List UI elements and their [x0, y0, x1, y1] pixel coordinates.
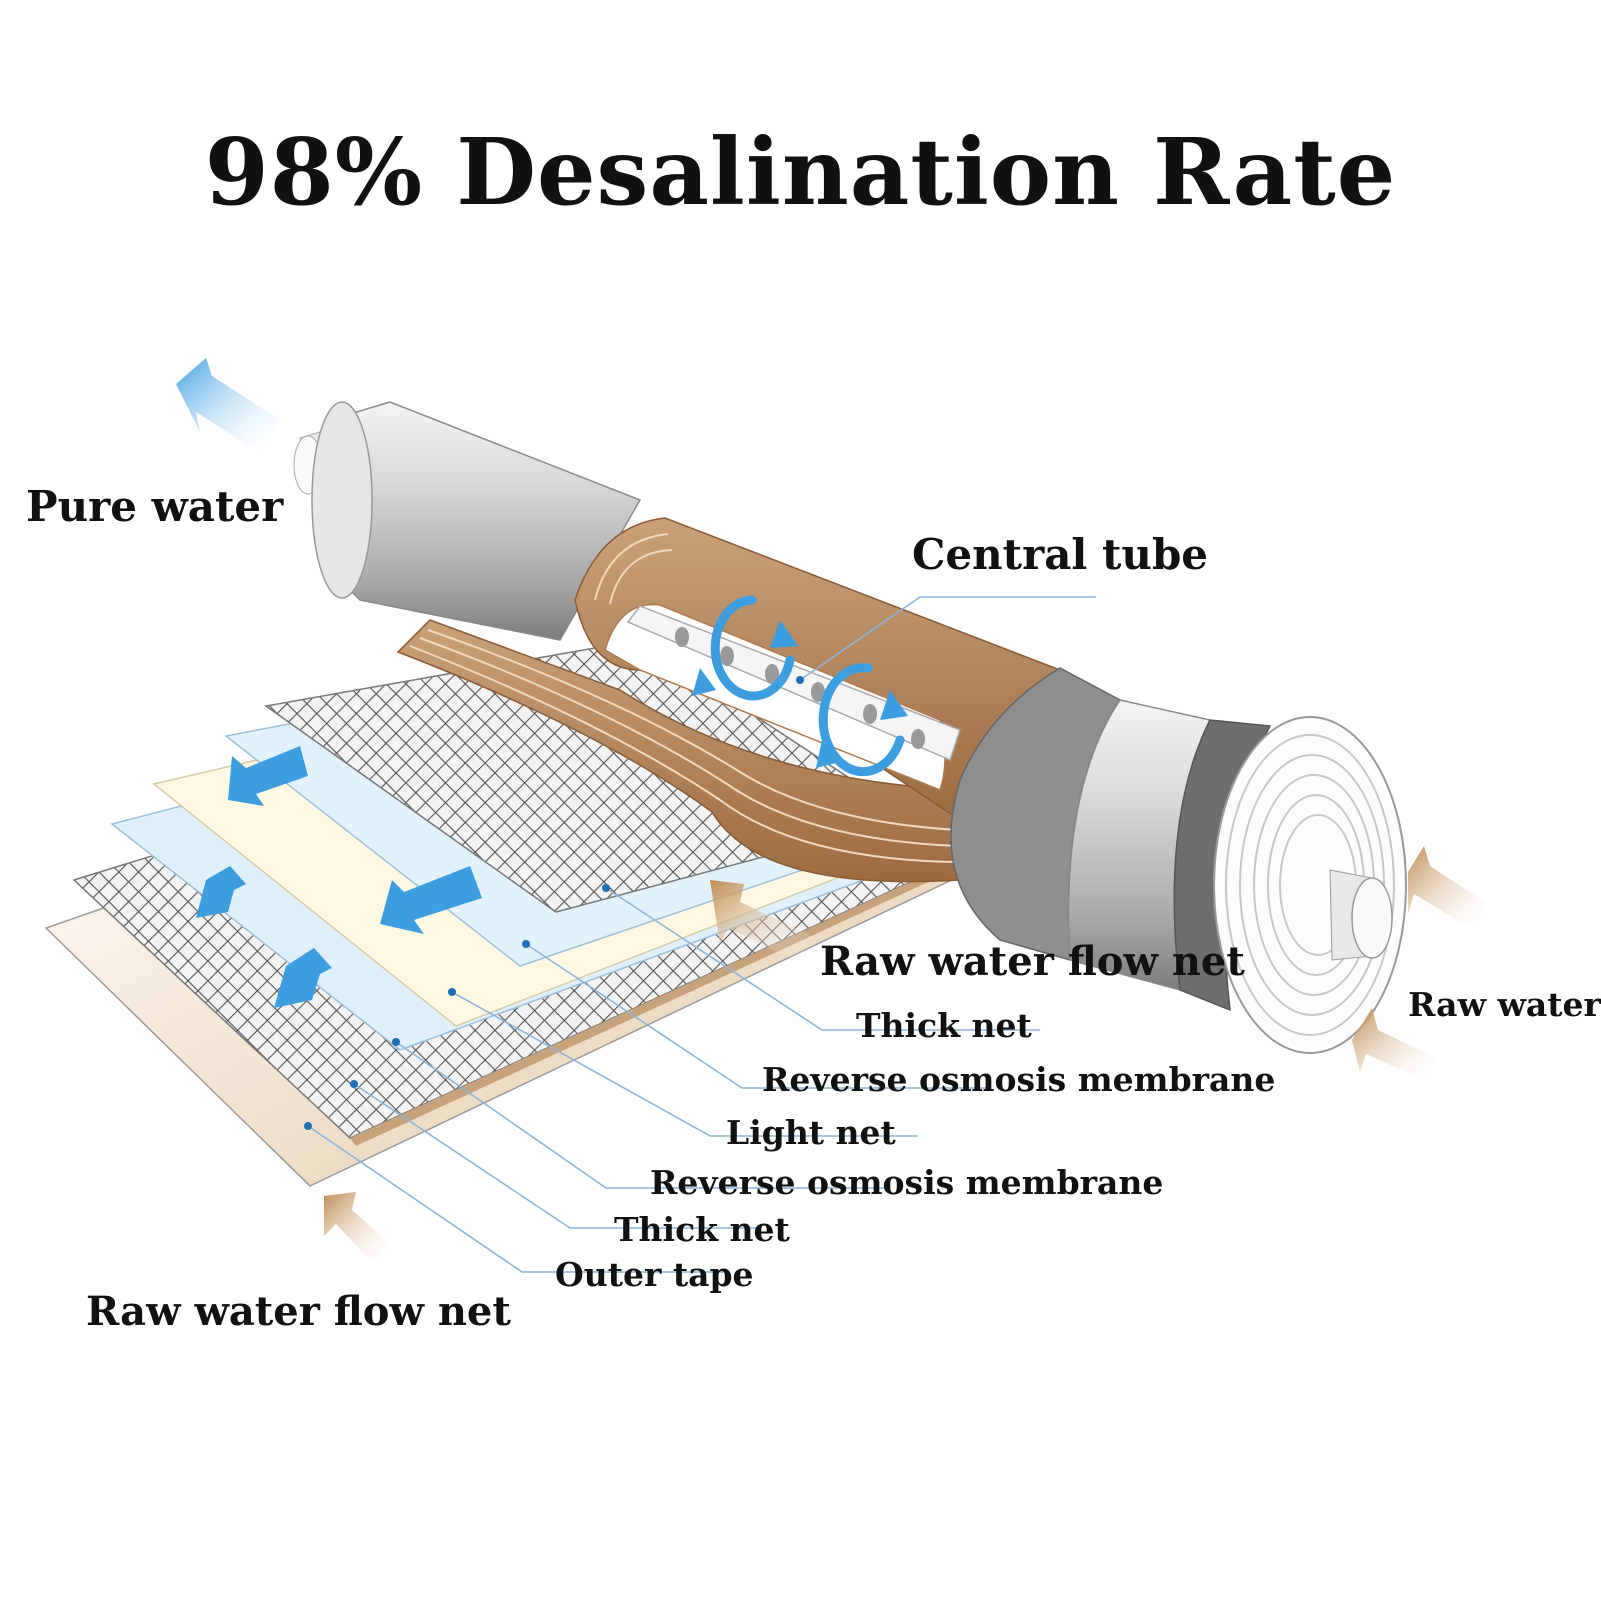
leader-dots: [304, 676, 804, 1130]
leader-light-net: [451, 991, 918, 1137]
swirl-arrow-icon: [692, 595, 798, 701]
leader-outer-tape: [307, 1125, 724, 1273]
tube-hole: [765, 664, 779, 684]
unrolled-membrane-wrap: [396, 619, 961, 883]
label-central-tube: Central tube: [912, 530, 1209, 579]
flow-arrow-icon: [228, 746, 482, 934]
label-raw-water: Raw water: [1408, 985, 1601, 1024]
label-thick-net-1: Thick net: [856, 1006, 1032, 1045]
leader-lines: [307, 596, 1096, 1273]
label-reverse-osmosis-membrane-1: Reverse osmosis membrane: [762, 1060, 1276, 1099]
tube-hole: [675, 627, 689, 647]
cartridge-end-face: [1213, 716, 1407, 1054]
label-raw-water-flow-net-right: Raw water flow net: [820, 938, 1245, 985]
label-light-net: Light net: [726, 1113, 896, 1152]
leader-thick-net-2: [353, 1083, 760, 1229]
tube-hole: [720, 646, 734, 666]
leader-ro-membrane-1: [525, 943, 990, 1089]
leader-central-tube: [799, 596, 1096, 681]
pure-water-arrow-icon: [176, 358, 280, 454]
swirl-arrow-icon: [816, 663, 908, 777]
tube-hole: [811, 682, 825, 702]
up-arrow-icon: [196, 866, 332, 1008]
label-thick-net-2: Thick net: [614, 1210, 790, 1249]
label-reverse-osmosis-membrane-2: Reverse osmosis membrane: [650, 1163, 1164, 1202]
label-raw-water-flow-net-bottom: Raw water flow net: [86, 1288, 511, 1335]
cartridge: [293, 401, 1407, 1054]
label-pure-water: Pure water: [26, 482, 284, 531]
tube-hole: [911, 729, 925, 749]
leader-ro-membrane-2: [395, 1041, 890, 1189]
label-outer-tape: Outer tape: [555, 1255, 754, 1294]
leader-thick-net-1: [605, 887, 1040, 1031]
page-title: 98% Desalination Rate: [204, 118, 1397, 226]
raw-water-arrow-icon: [324, 846, 1488, 1262]
tube-hole: [863, 704, 877, 724]
